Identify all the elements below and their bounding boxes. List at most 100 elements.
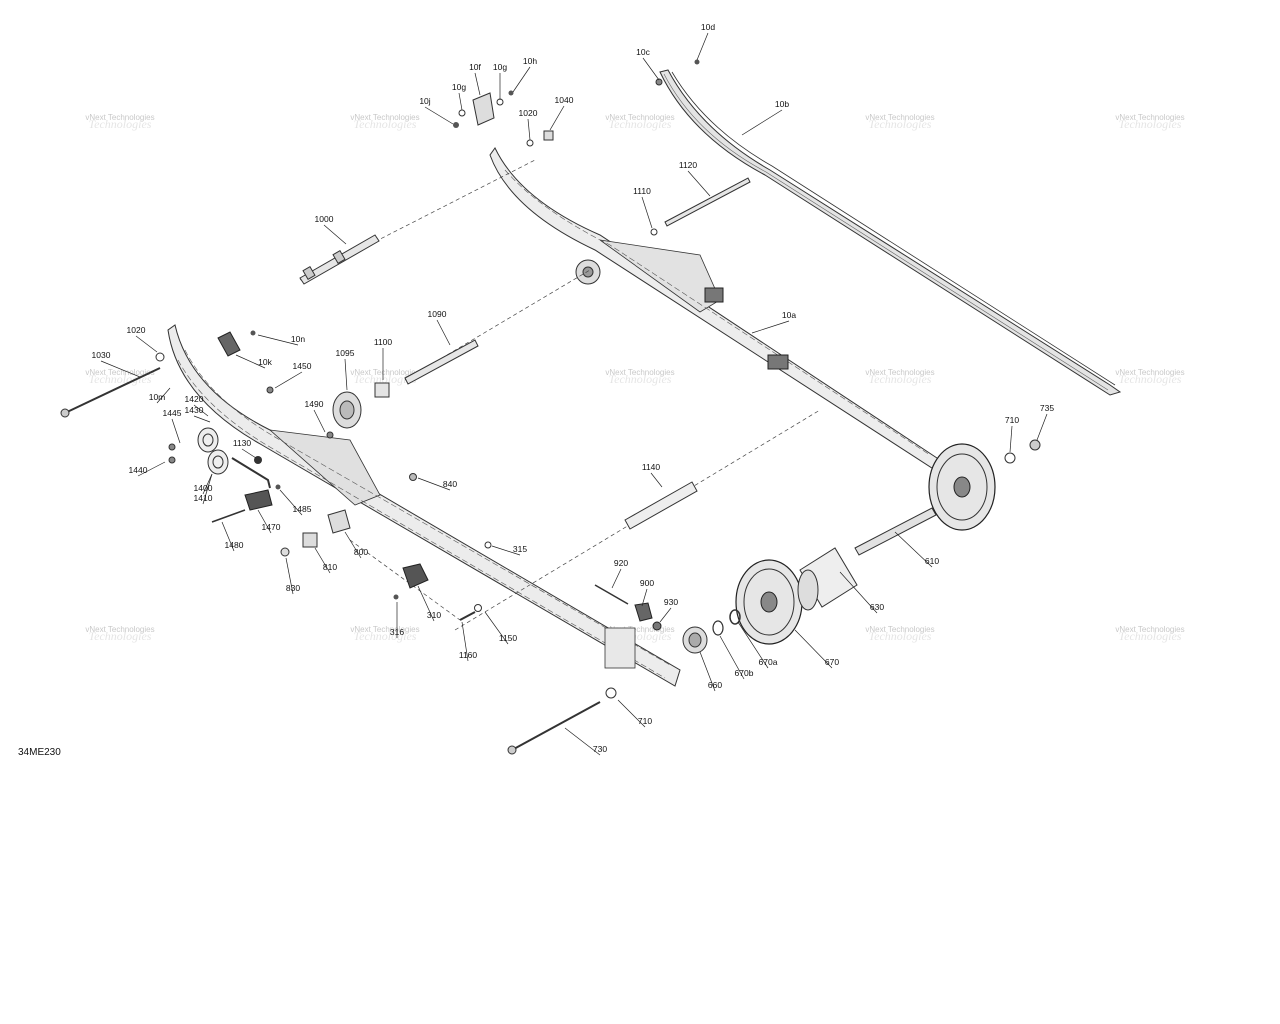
tube-630 [797, 547, 858, 611]
leader-c-1440 [137, 461, 166, 477]
shaft-1090 [404, 339, 479, 385]
callout-900: 900 [640, 578, 654, 588]
block-800 [327, 509, 351, 534]
callout-1140: 1140 [642, 462, 661, 472]
drawing-id: 34ME230 [18, 747, 61, 758]
callout-1130: 1130 [233, 438, 252, 448]
bolt-830 [280, 547, 290, 557]
callout-1470: 1470 [262, 522, 281, 532]
callout-840: 840 [443, 479, 457, 489]
watermark-text-shadow: Technologies [1119, 117, 1182, 131]
callout-670b: 670b [735, 668, 754, 678]
leader-c-920 [611, 568, 622, 589]
suspension-rail-left [167, 324, 681, 687]
callout-10a: 10a [782, 310, 796, 320]
callout-810: 810 [323, 562, 337, 572]
leader-c-630 [839, 571, 878, 614]
spring-1400 [197, 427, 229, 475]
callout-670: 670 [825, 657, 839, 667]
callout-1020: 1020 [127, 325, 146, 335]
leader-c-840 [417, 477, 451, 491]
leader-c-10h [512, 66, 531, 93]
spring-arm [231, 457, 271, 489]
callout-1160: 1160 [459, 650, 478, 660]
spacer-810 [302, 532, 318, 548]
leader-c-10f [474, 72, 481, 96]
leader-c-10d [696, 32, 709, 61]
leader-c-1120 [687, 170, 711, 197]
leader-c-830 [285, 557, 294, 595]
leader-c-930 [659, 607, 672, 623]
callout-10f: 10f [469, 62, 481, 72]
leader-c-710-a [1009, 425, 1013, 453]
leader-c-315 [491, 545, 521, 556]
leader-c-1470 [257, 509, 272, 534]
leader-c-10b [741, 109, 783, 136]
wheel-rear-right [928, 443, 996, 531]
callout-1440: 1440 [129, 465, 148, 475]
watermark-text-shadow: Technologies [869, 372, 932, 386]
watermark-text-shadow: Technologies [354, 629, 417, 643]
nut-930 [652, 621, 662, 631]
callout-10b: 10b [775, 99, 789, 109]
callout-710: 710 [1005, 415, 1019, 425]
callout-730: 730 [593, 744, 607, 754]
leader-c-1020-b [135, 335, 158, 353]
callout-10g: 10g [493, 62, 507, 72]
callout-735: 735 [1040, 403, 1054, 413]
callout-316: 316 [390, 627, 404, 637]
callout-1150: 1150 [499, 633, 518, 643]
callout-1420: 1420 [185, 394, 204, 404]
callout-660: 660 [708, 680, 722, 690]
bracket-900 [634, 602, 653, 622]
leader-c-1040 [549, 105, 565, 131]
watermark-text-shadow: Technologies [354, 372, 417, 386]
leader-c-1150 [484, 611, 509, 645]
shaft-1000 [299, 234, 380, 285]
callout-1020: 1020 [519, 108, 538, 118]
watermark-text: vNext Technologies [350, 113, 419, 122]
callout-1040: 1040 [555, 95, 574, 105]
ring-670b [712, 620, 724, 636]
leader-c-735 [1036, 413, 1048, 441]
leader-c-810 [314, 547, 331, 574]
washer-670a [729, 609, 741, 625]
callout-1485: 1485 [293, 504, 312, 514]
watermark-text: vNext Technologies [350, 368, 419, 377]
watermark-text-shadow: Technologies [1119, 372, 1182, 386]
callout-1095: 1095 [336, 348, 355, 358]
watermark-text: vNext Technologies [605, 113, 674, 122]
leader-c-670a [737, 621, 769, 669]
callout-10m: 10m [149, 392, 166, 402]
leader-c-660 [699, 651, 716, 692]
watermark-text: vNext Technologies [350, 625, 419, 634]
leader-c-10m [156, 387, 171, 404]
callout-10h: 10h [523, 56, 537, 66]
watermark-text: vNext Technologies [605, 625, 674, 634]
leader-c-1110 [641, 196, 653, 229]
leader-c-1000 [323, 224, 347, 245]
callout-1110: 1110 [633, 186, 651, 196]
callout-1430: 1430 [185, 405, 204, 415]
spacer-1100 [374, 382, 390, 398]
leader-c-10g-b [458, 92, 463, 111]
callout-800: 800 [354, 547, 368, 557]
watermark-text: vNext Technologies [865, 368, 934, 377]
callout-1450: 1450 [293, 361, 312, 371]
leader-c-10a [751, 320, 790, 334]
watermark-text: vNext Technologies [85, 113, 154, 122]
watermark-text-shadow: Technologies [609, 372, 672, 386]
axis-line-316 [349, 539, 461, 621]
leader-c-10c [642, 57, 660, 81]
callout-1120: 1120 [679, 160, 698, 170]
watermark-text: vNext Technologies [1115, 625, 1184, 634]
callout-1400: 1400 [194, 483, 213, 493]
